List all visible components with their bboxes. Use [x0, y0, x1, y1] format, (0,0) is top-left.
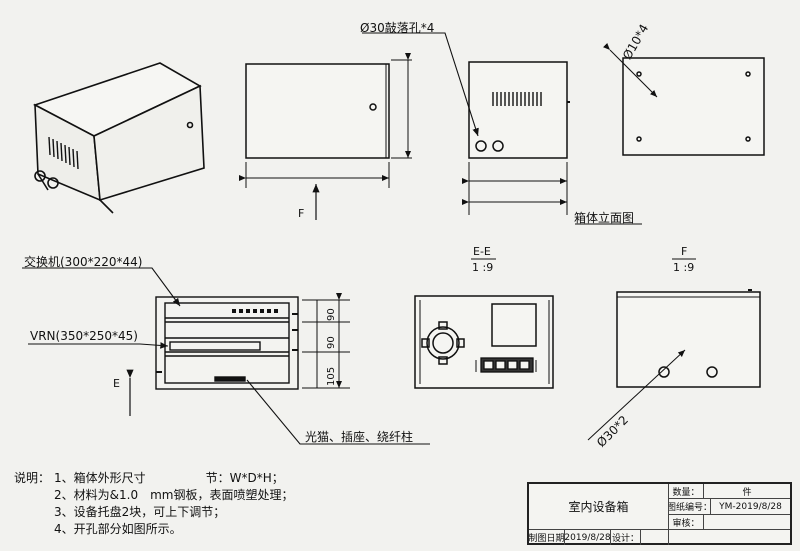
title-block: 室内设备箱 数量： 件 图纸编号： YM-2019/8/28 审核： 制图日期 … [527, 482, 792, 545]
side-view [362, 32, 570, 215]
quantity-label: 数量： [669, 484, 704, 499]
vent-slots-side [492, 92, 542, 106]
note-row-4: 4、开孔部分如图所示。 [14, 521, 293, 538]
vent-slots-iso [48, 136, 79, 170]
note-row-3: 3、设备托盘2块，可上下调节； [14, 504, 293, 521]
note-item-4: 4、开孔部分如图所示。 [54, 522, 182, 536]
note-row-1: 说明：1、箱体外形尺寸 节：W*D*H； [14, 470, 293, 487]
back-view [602, 42, 765, 156]
section-scale: 1 :9 [472, 261, 494, 274]
date-value: 2019/8/28 [565, 530, 611, 545]
front-view [239, 53, 412, 220]
section-title: E-E [473, 245, 491, 258]
note-item-1: 1、箱体外形尺寸 [54, 471, 146, 485]
interior-view [126, 293, 430, 445]
leader-lines [22, 267, 181, 349]
vrn-label: VRN(350*250*45) [30, 329, 138, 343]
note-item-3: 3、设备托盘2块，可上下调节； [54, 505, 226, 519]
misc-devices-label: 光猫、插座、绕纤柱 [305, 430, 414, 444]
view-e-arrow-label: E [113, 377, 120, 390]
drawing-name: 室内设备箱 [529, 484, 669, 530]
view-f-arrow-label: F [298, 207, 305, 220]
design-value [641, 530, 669, 545]
isometric-box [32, 62, 205, 214]
notes-block: 说明：1、箱体外形尺寸 节：W*D*H； 2、材料为&1.0 mm钢板，表面喷塑处理… [14, 470, 293, 538]
note-row-2: 2、材料为&1.0 mm钢板，表面喷塑处理； [14, 487, 293, 504]
date-label: 制图日期 [529, 530, 565, 545]
dim-90-middle: 90 [326, 336, 337, 349]
notes-heading: 说明： [14, 471, 51, 485]
drawing-no-label: 图纸编号： [669, 499, 711, 515]
view-f-scale: 1 :9 [673, 261, 695, 274]
view-f-title: F [681, 245, 688, 258]
note-item-1-tail: 节：W*D*H； [205, 471, 284, 485]
design-label: 设计： [611, 530, 641, 545]
terminal-block [480, 357, 534, 373]
elevation-title: 箱体立面图 [574, 211, 635, 225]
section-ee-view [414, 295, 554, 389]
dim-90-top: 90 [326, 308, 337, 321]
quantity-value: 件 [704, 484, 790, 499]
title-underlines [471, 223, 696, 260]
note-item-2: 2、材料为&1.0 [54, 488, 139, 502]
view-f [587, 289, 761, 441]
switch-port-dots [232, 309, 278, 313]
switch-label: 交换机(300*220*44) [24, 255, 143, 269]
drawing-no: YM-2019/8/28 [711, 499, 790, 515]
review-value [704, 515, 790, 530]
review-label: 审核： [669, 515, 704, 530]
note-item-2-tail: mm钢板，表面喷塑处理； [150, 488, 294, 502]
knockout-hole-label: Ø30敲落孔*4 [360, 21, 435, 35]
dim-105: 105 [326, 366, 337, 386]
